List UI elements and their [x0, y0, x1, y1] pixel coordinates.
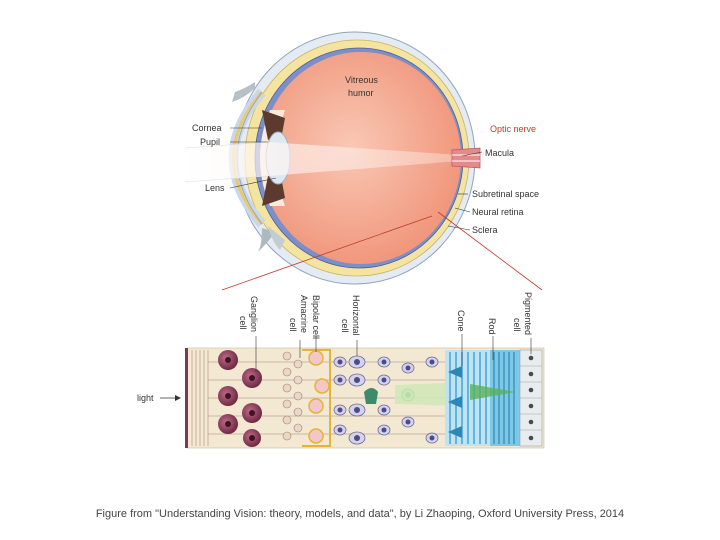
label-sclera: Sclera: [472, 225, 498, 235]
label-pupil: Pupil: [200, 137, 220, 147]
eye-leader-lines: [229, 127, 483, 231]
label-bipolar: Bipolar cell: [311, 295, 321, 339]
horizontal-cells: [348, 355, 378, 445]
figure-caption: Figure from "Understanding Vision: theor…: [95, 508, 625, 520]
label-vitreous-2: humor: [348, 88, 374, 98]
bipolar-cells: [333, 356, 347, 436]
photoreceptor-columns: [445, 350, 520, 446]
label-rod: Rod: [487, 318, 497, 335]
label-amacrine-1: Amacrine: [299, 295, 309, 333]
label-macula: Macula: [485, 148, 514, 158]
label-neural-retina: Neural retina: [472, 207, 524, 217]
label-pigmented-2: cell: [512, 318, 522, 332]
label-subretinal-space: Subretinal space: [472, 189, 539, 199]
label-horizontal-2: cell: [340, 319, 350, 333]
eye-cross-section: [184, 31, 481, 285]
optic-nerve: [451, 147, 481, 169]
label-ganglion-2: cell: [238, 316, 248, 330]
zoom-pointer-left: [221, 215, 433, 291]
zoom-pointer-right: [437, 211, 543, 291]
label-cone: Cone: [456, 310, 466, 332]
label-cornea: Cornea: [192, 123, 222, 133]
label-optic-nerve: Optic nerve: [490, 124, 536, 134]
ganglion-cells: [218, 350, 262, 447]
label-ganglion-1: Ganglion: [249, 296, 259, 332]
label-lens: Lens: [205, 183, 225, 193]
retina-labels: Ganglion cell Amacrine cell Bipolar cell…: [238, 292, 533, 339]
light-beam: [185, 142, 460, 182]
label-light: light: [137, 393, 154, 403]
retina-panel: light: [137, 347, 545, 449]
label-pigmented-1: Pigmented: [523, 292, 533, 335]
inner-plexiform-synapses: [282, 351, 303, 441]
upper-eyelid: [232, 82, 255, 102]
retina-leader-lines: [255, 334, 532, 372]
label-vitreous-1: Vitreous: [345, 75, 378, 85]
label-horizontal-1: Horizontal: [351, 295, 361, 336]
label-amacrine-2: cell: [288, 318, 298, 332]
light-entry-edge: [185, 348, 188, 448]
light-arrow: [160, 395, 181, 401]
pigmented-cells: [519, 349, 543, 447]
